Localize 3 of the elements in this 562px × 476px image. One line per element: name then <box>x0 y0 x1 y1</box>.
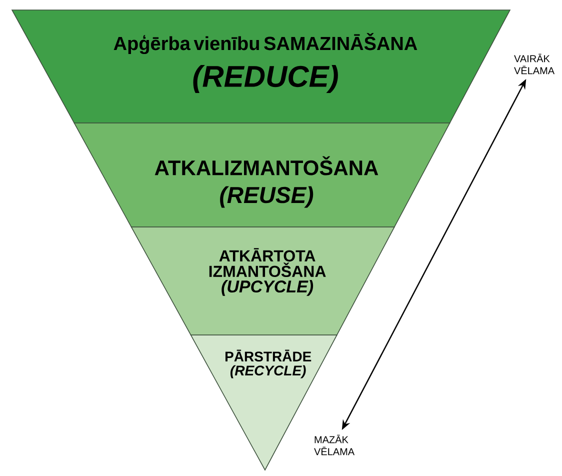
pyramid-band: ATKĀRTOTA IZMANTOŠANA (UPCYCLE) <box>130 226 396 336</box>
side-label: VAIRĀK VĒLAMA <box>514 54 555 74</box>
pyramid-band: ATKALIZMANTOŠANA (REUSE) <box>74 122 450 228</box>
